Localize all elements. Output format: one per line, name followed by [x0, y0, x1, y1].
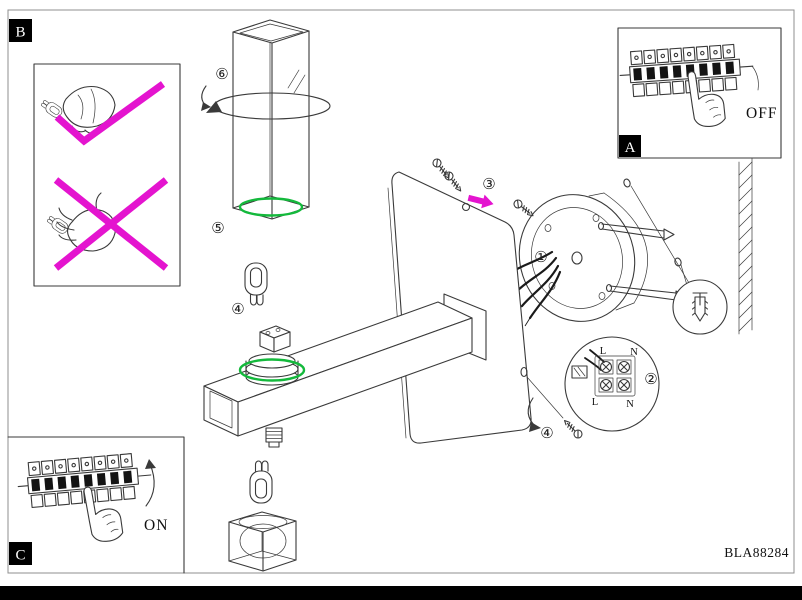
svg-text:C: C [15, 548, 25, 564]
hand-with-cloth [39, 85, 116, 134]
g9-halogen-bulb-icon [244, 262, 268, 306]
section-label-a: A [619, 135, 641, 157]
glass-diffuser-top [201, 19, 331, 220]
screw-terminals [599, 360, 631, 392]
screw-rotation-arrow [527, 397, 541, 432]
switch-on-arrow-icon [145, 463, 155, 507]
svg-text:A: A [625, 140, 636, 156]
circuit-breaker-icon [619, 43, 755, 97]
power-on-box: ON [7, 436, 185, 574]
lamp-socket [238, 325, 306, 386]
threaded-connector [265, 427, 283, 448]
handling-instruction-box [33, 63, 181, 287]
step-4-marker: ④ [540, 424, 553, 442]
screw-icon [561, 417, 585, 441]
insert-direction-arrow-icon [467, 194, 494, 209]
terminal-neutral-label: N [630, 347, 638, 358]
step-1-marker: ① [534, 248, 547, 266]
screw-icon [442, 169, 465, 194]
terminal-live-label: L [600, 346, 606, 357]
step-2-marker: ② [644, 370, 657, 388]
wall-section [738, 157, 753, 335]
wall-anchor-detail [672, 279, 728, 335]
section-label-c: C [9, 542, 32, 565]
power-off-box: OFF A [617, 27, 782, 159]
step-6-marker: ⑥ [215, 65, 228, 83]
svg-text:B: B [15, 25, 25, 41]
wall-anchor-icon [691, 292, 709, 322]
junction-box [503, 192, 687, 327]
off-label: OFF [746, 105, 777, 122]
glass-gasket [238, 197, 304, 217]
check-mark-icon [54, 81, 166, 146]
cross-mark-icon [53, 177, 169, 271]
circuit-breaker-icon [16, 452, 152, 508]
terminal-neutral-label: N [626, 399, 634, 410]
plate-keyhole [461, 202, 471, 212]
step-5-marker: ⑤ [211, 219, 224, 237]
on-label: ON [144, 517, 168, 534]
glass-diffuser-bottom [228, 511, 297, 572]
g9-halogen-bulb-icon [249, 460, 273, 504]
step-3-marker: ③ [482, 175, 495, 193]
terminal-live-label: L [592, 397, 598, 408]
terminal-detail: L N L N [564, 336, 660, 432]
socket-gasket [238, 358, 306, 382]
page-border [7, 9, 795, 574]
section-label-b: B [9, 19, 32, 42]
bottom-bar [0, 586, 802, 600]
step-4-marker: ④ [231, 300, 244, 318]
mounting-stud-top [597, 221, 675, 241]
product-code: BLA88284 [724, 545, 789, 560]
screw-icon [511, 197, 536, 220]
step-markers: ⑥ ⑤ ④ ③ ① ② ④ [211, 65, 657, 442]
plate-screw-hole [520, 366, 528, 378]
